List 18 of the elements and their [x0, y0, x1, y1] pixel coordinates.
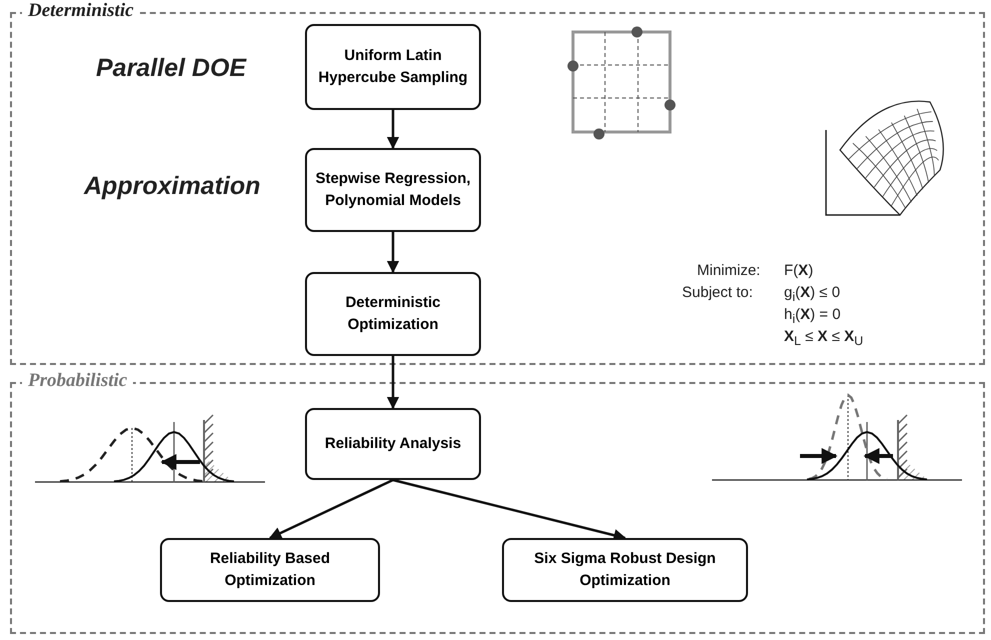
- formula-text: Subject to:: [682, 284, 753, 301]
- arrow: [386, 232, 400, 274]
- section-label: Approximation: [84, 172, 260, 201]
- process-box: Stepwise Regression, Polynomial Models: [305, 148, 481, 232]
- arrow: [386, 356, 400, 410]
- process-box: Reliability Analysis: [305, 408, 481, 480]
- formula-text: Minimize:: [697, 262, 760, 279]
- process-box: Uniform Latin Hypercube Sampling: [305, 24, 481, 110]
- process-box: Deterministic Optimization: [305, 272, 481, 356]
- process-box: Six Sigma Robust Design Optimization: [502, 538, 748, 602]
- process-box: Reliability Based Optimization: [160, 538, 380, 602]
- formula-text: X$_{L}$ ≤ X ≤ X$_{U}$: [784, 328, 864, 348]
- arrow: [386, 110, 400, 150]
- formula-text: F(X): [784, 262, 814, 279]
- arrow: [268, 478, 394, 540]
- formula-text: h$_{i}$(X) = 0: [784, 306, 841, 326]
- formula-text: g$_{i}$(X) ≤ 0: [784, 284, 840, 304]
- section-label: Parallel DOE: [96, 54, 246, 83]
